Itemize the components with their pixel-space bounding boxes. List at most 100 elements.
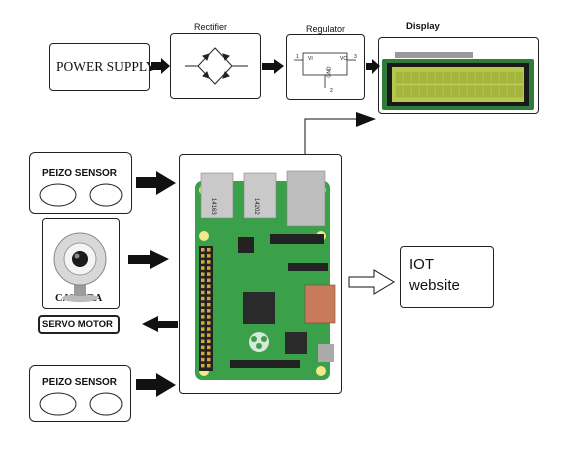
gpio-pin (201, 339, 205, 343)
regulator-ic-symbol (294, 52, 356, 88)
lcd-char-cell (499, 85, 507, 98)
gpio-pin (201, 266, 205, 270)
peizo-sensor-top-label: PEIZO SENSOR (42, 168, 118, 179)
peizo-sensor-bottom-block: PEIZO SENSOR (29, 365, 131, 422)
lcd-char-cell (419, 71, 427, 84)
gpio-pin (201, 351, 205, 356)
regulator-pin-2: 2 (330, 88, 333, 94)
gpio-pin (207, 351, 211, 356)
lcd-char-cell (507, 85, 515, 98)
lcd-char-cell (467, 71, 475, 84)
lcd-char-cell (467, 85, 475, 98)
arrow-pi-to-iot (348, 269, 395, 295)
display-title: Display (406, 21, 440, 32)
gpio-pin (207, 339, 211, 343)
gpio-pin (207, 272, 211, 276)
arrow-regulator-to-display (366, 59, 380, 74)
lcd-char-cell (451, 85, 459, 98)
servo-motor-label: SERVO MOTOR (42, 319, 113, 330)
gpio-pin (207, 266, 211, 270)
lcd-char-cell (475, 85, 483, 98)
gpio-pin (201, 363, 205, 368)
usb-chip-label-left: 14163 (210, 198, 216, 215)
lcd-char-cell (435, 85, 443, 98)
lcd-char-cell (427, 85, 435, 98)
lcd-char-cell (491, 85, 499, 98)
gpio-pin (201, 327, 205, 331)
lcd-char-cell (507, 71, 515, 84)
gpio-pin (201, 302, 205, 307)
arrow-peizo-bottom-to-pi (136, 373, 176, 397)
peizo-top-sensor-discs (39, 183, 123, 207)
regulator-pin-1: 1 (296, 54, 299, 60)
lcd-char-cell (515, 85, 523, 98)
gpio-pin (207, 278, 211, 282)
gpio-pin (201, 321, 205, 325)
gpio-pin (207, 315, 211, 319)
gpio-pin (207, 363, 211, 368)
gpio-pin (201, 333, 205, 337)
gpio-pin (207, 284, 211, 289)
lcd-char-cell (483, 85, 491, 98)
webcam-icon (53, 232, 107, 302)
gpio-pin (201, 357, 205, 362)
gpio-pin (207, 327, 211, 331)
lcd-char-cell (475, 71, 483, 84)
power-supply-label: POWER SUPPLY (56, 59, 156, 74)
usb-chip-label-right: 14202 (253, 198, 259, 215)
lcd-char-cell (499, 71, 507, 84)
lcd-char-cell (403, 71, 411, 84)
lcd-char-cell (451, 71, 459, 84)
gpio-pin (201, 345, 205, 350)
gpio-pin (207, 248, 211, 252)
arrow-camera-to-pi (128, 250, 169, 269)
rectifier-title: Rectifier (194, 22, 228, 32)
gpio-pin (207, 309, 211, 313)
gpio-pin (207, 321, 211, 325)
gpio-pin (201, 284, 205, 289)
arrow-pi-to-servo (142, 316, 178, 332)
lcd-display-module (382, 52, 534, 110)
iot-website-label-line2: website (409, 277, 460, 294)
gpio-pin (201, 315, 205, 319)
lcd-char-cell (435, 71, 443, 84)
lcd-char-cell (395, 85, 403, 98)
gpio-pin (201, 278, 205, 282)
peizo-sensor-bottom-label: PEIZO SENSOR (42, 377, 118, 388)
arrow-power-to-rectifier (151, 58, 170, 74)
gpio-pin (207, 302, 211, 307)
gpio-pin (201, 272, 205, 276)
raspberry-pi-board (195, 170, 336, 380)
power-supply-block: POWER SUPPLY (49, 43, 156, 91)
regulator-pin-vo: VO (340, 56, 348, 62)
lcd-char-cell (491, 71, 499, 84)
gpio-pin (201, 260, 205, 264)
lcd-char-cell (411, 85, 419, 98)
peizo-bottom-sensor-discs (39, 392, 123, 416)
regulator-block: VI VO GND 1 3 2 (286, 34, 365, 100)
gpio-pin (207, 333, 211, 337)
lcd-char-cell (459, 85, 467, 98)
gpio-pin (207, 345, 211, 350)
gpio-pin (207, 290, 211, 295)
gpio-pin (201, 309, 205, 313)
lcd-char-cell (459, 71, 467, 84)
gpio-pin (207, 260, 211, 264)
gpio-pin (207, 357, 211, 362)
lcd-char-cell (419, 85, 427, 98)
rectifier-bridge-symbol (185, 47, 248, 85)
gpio-pin (201, 296, 205, 301)
lcd-char-cell (443, 71, 451, 84)
arrow-peizo-top-to-pi (136, 171, 176, 195)
lcd-char-cell (427, 71, 435, 84)
gpio-pin (201, 248, 205, 252)
gpio-pin (207, 254, 211, 258)
lcd-char-cell (443, 85, 451, 98)
gpio-pin (207, 296, 211, 301)
lcd-char-cell (483, 71, 491, 84)
lcd-char-cell (395, 71, 403, 84)
regulator-pin-vi: VI (308, 56, 313, 62)
iot-website-block: IOT website (400, 246, 494, 308)
connector-pi-to-display (304, 112, 376, 154)
